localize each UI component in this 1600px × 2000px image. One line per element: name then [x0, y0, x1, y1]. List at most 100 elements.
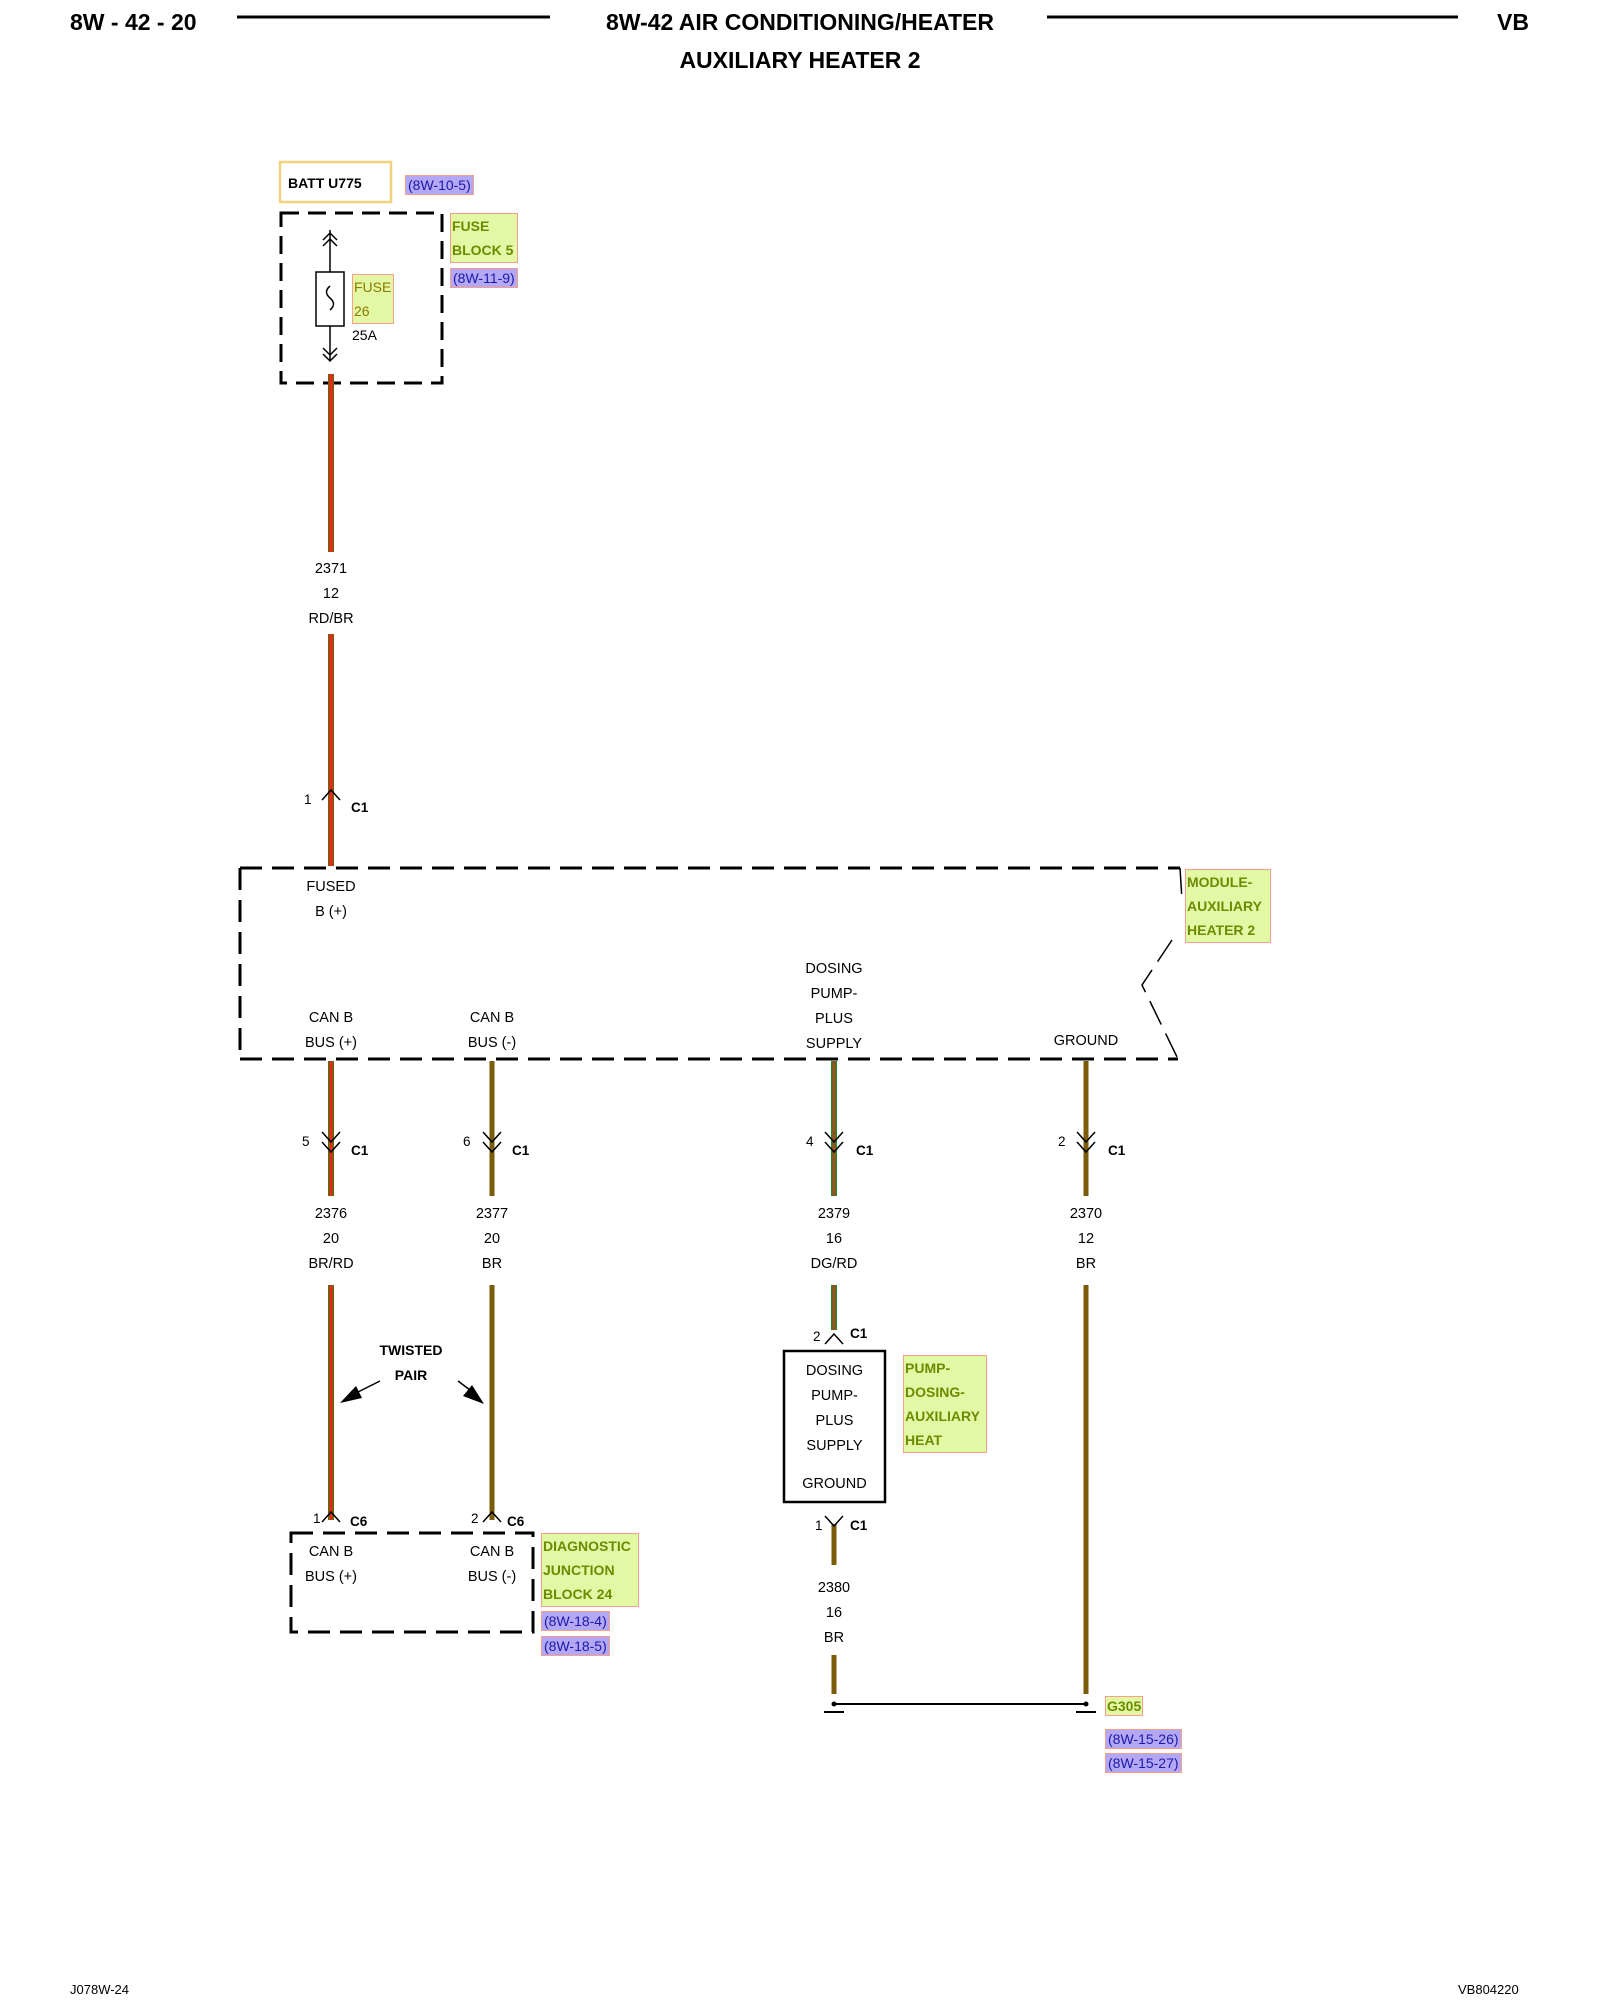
- wire-2379-label: 2379 16 DG/RD: [794, 1202, 874, 1277]
- djb-name-line3: BLOCK 24: [543, 1586, 613, 1602]
- module-pin-dosing-supply: DOSING PUMP- PLUS SUPPLY: [779, 957, 889, 1057]
- wire-2370-label: 2370 12 BR: [1046, 1202, 1126, 1277]
- c6-pin1-connector-icon: [321, 1510, 341, 1523]
- wire-color: DG/RD: [810, 1256, 858, 1272]
- pin-label-line2: BUS (+): [305, 1569, 357, 1585]
- module-name-line1: MODULE-: [1187, 874, 1253, 890]
- c1-pin6-number: 6: [463, 1134, 471, 1149]
- wire-gauge: 20: [322, 1231, 340, 1247]
- c6-pin1-number: 1: [313, 1511, 321, 1526]
- page-title: 8W-42 AIR CONDITIONING/HEATER: [605, 9, 995, 35]
- fuse-26-symbol: [315, 230, 345, 363]
- pin-label-line1: CAN B: [469, 1010, 515, 1026]
- fuse-26-label: FUSE 26: [352, 274, 394, 324]
- pump-c1-pin2-name: C1: [850, 1326, 868, 1341]
- batt-ref-link[interactable]: (8W-10-5): [405, 175, 474, 195]
- model-code: VB: [1497, 9, 1529, 35]
- g305-ref-link-2[interactable]: (8W-15-27): [1105, 1753, 1182, 1773]
- c1-pin5-name: C1: [351, 1143, 369, 1158]
- c1-pin5-number: 5: [302, 1134, 310, 1149]
- pump-name-line4: HEAT: [905, 1432, 943, 1448]
- module-name-line2: AUXILIARY: [1187, 898, 1262, 914]
- page-subtitle: AUXILIARY HEATER 2: [679, 47, 921, 73]
- twisted-pair-label: TWISTED PAIR: [361, 1338, 461, 1388]
- pump-c1-pin2-connector-icon: [824, 1332, 844, 1345]
- c6-pin2-connector-icon: [482, 1510, 502, 1523]
- wire-gauge: 16: [825, 1231, 843, 1247]
- twisted-pair-line2: PAIR: [394, 1367, 428, 1383]
- page-code: 8W - 42 - 20: [70, 9, 197, 35]
- wire-gauge: 20: [483, 1231, 501, 1247]
- pin-label-line2: BUS (+): [305, 1035, 357, 1051]
- footer-left-code: J078W-24: [70, 1982, 130, 1997]
- wire-circuit: 2379: [817, 1206, 851, 1222]
- pump-box: [782, 1349, 887, 1504]
- pin-label-line4: SUPPLY: [805, 1036, 863, 1052]
- c6-pin1-name: C6: [350, 1514, 368, 1529]
- module-pin-can-b-minus: CAN B BUS (-): [442, 1006, 542, 1056]
- module-pin-can-b-plus: CAN B BUS (+): [281, 1006, 381, 1056]
- c1-pin4-number: 4: [806, 1134, 814, 1149]
- fuse-block-outline: [279, 211, 444, 385]
- c1-pin1-number: 1: [304, 792, 312, 807]
- djb-name-line2: JUNCTION: [543, 1562, 615, 1578]
- module-cut-edge: [1141, 867, 1183, 1060]
- wire-gauge: 12: [1077, 1231, 1095, 1247]
- wire-circuit: 2376: [314, 1206, 348, 1222]
- pin-label-line2: PUMP-: [810, 986, 858, 1002]
- fuse-block-label: FUSE BLOCK 5: [450, 213, 518, 263]
- c1-pin6-name: C1: [512, 1143, 530, 1158]
- pin-label-line1: CAN B: [469, 1544, 515, 1560]
- c1-pin4-connector-icon: [824, 1131, 844, 1154]
- module-pin-ground: GROUND: [1053, 1033, 1119, 1049]
- g305-label: G305: [1105, 1696, 1144, 1716]
- pump-c1-pin1-name: C1: [850, 1518, 868, 1533]
- djb-pin-can-b-minus: CAN B BUS (-): [442, 1540, 542, 1590]
- ground-g305-symbol: [824, 1701, 1096, 1713]
- pump-c1-pin1-number: 1: [815, 1518, 823, 1533]
- g305-ref-link-1[interactable]: (8W-15-26): [1105, 1729, 1182, 1749]
- c1-pin5-connector-icon: [321, 1131, 341, 1154]
- pin-label-line3: PLUS: [815, 1413, 854, 1429]
- pump-name-label: PUMP- DOSING- AUXILIARY HEAT: [903, 1355, 987, 1453]
- wire-color: BR: [481, 1256, 503, 1272]
- djb-ref-link-2[interactable]: (8W-18-5): [541, 1636, 610, 1656]
- c6-pin2-name: C6: [507, 1514, 525, 1529]
- c1-pin4-name: C1: [856, 1143, 874, 1158]
- pump-c1-pin2-number: 2: [813, 1329, 821, 1344]
- fuse-label-line1: FUSE: [354, 279, 392, 295]
- pin-label-line4: SUPPLY: [806, 1438, 863, 1454]
- fuse-block-label-line2: BLOCK 5: [452, 242, 514, 258]
- wire-color: BR: [1075, 1256, 1097, 1272]
- module-pin-fused-b: FUSED B (+): [281, 875, 381, 925]
- batt-box: [278, 160, 393, 204]
- twisted-pair-arrows-icon: [340, 1380, 484, 1404]
- fuse-rating: 25A: [352, 327, 377, 343]
- wire-2371-label: 2371 12 RD/BR: [291, 557, 371, 632]
- djb-pin-can-b-plus: CAN B BUS (+): [281, 1540, 381, 1590]
- pin-label-line1: FUSED: [306, 879, 356, 895]
- module-name-line3: HEATER 2: [1187, 922, 1256, 938]
- batt-label: BATT U775: [288, 175, 362, 191]
- fuse-block-ref-link[interactable]: (8W-11-9): [450, 268, 518, 288]
- c6-pin2-number: 2: [471, 1511, 479, 1526]
- pin-label-line1: CAN B: [308, 1010, 354, 1026]
- footer-right-code: VB804220: [1458, 1982, 1519, 1997]
- djb-name-line1: DIAGNOSTIC: [543, 1538, 631, 1554]
- wire-2380-label: 2380 16 BR: [794, 1576, 874, 1651]
- djb-name-label: DIAGNOSTIC JUNCTION BLOCK 24: [541, 1533, 639, 1607]
- c1-pin2-name: C1: [1108, 1143, 1126, 1158]
- pump-name-line2: DOSING-: [905, 1384, 965, 1400]
- c1-pin2-connector-icon: [1076, 1131, 1096, 1154]
- c1-pin6-connector-icon: [482, 1131, 502, 1154]
- pin-label-line2: BUS (-): [467, 1569, 517, 1585]
- pump-pin-ground: GROUND: [802, 1476, 867, 1492]
- pin-label-line1: DOSING: [805, 961, 863, 977]
- fuse-block-label-line1: FUSE: [452, 218, 490, 234]
- wire-gauge: 16: [825, 1605, 843, 1621]
- pump-name-line1: PUMP-: [905, 1360, 951, 1376]
- c1-pin1-name: C1: [351, 800, 369, 815]
- djb-ref-link-1[interactable]: (8W-18-4): [541, 1611, 610, 1631]
- pin-label-line1: CAN B: [308, 1544, 354, 1560]
